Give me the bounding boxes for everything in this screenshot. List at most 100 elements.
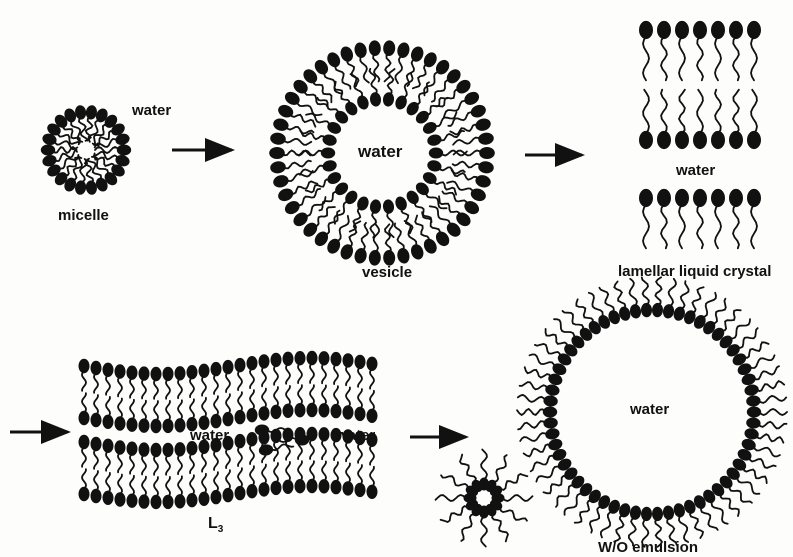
surfactant-head: [393, 195, 408, 212]
surfactant-tail: [737, 328, 758, 348]
surfactant-tail: [614, 282, 625, 309]
surfactant-tail: [712, 501, 728, 524]
surfactant-tail: [530, 354, 555, 367]
surfactant-tail: [334, 386, 338, 406]
surfactant-tail: [274, 463, 278, 483]
surfactant-tail: [753, 446, 780, 456]
surfactant-tail: [335, 65, 350, 89]
surfactant-tail: [563, 311, 584, 331]
surfactant-head: [321, 133, 338, 147]
surfactant-tail: [655, 277, 661, 305]
surfactant-tail: [759, 409, 787, 415]
surfactant-tail: [190, 475, 194, 495]
surfactant-head: [409, 45, 426, 64]
surfactant-tail: [517, 409, 545, 415]
surfactant-tail: [756, 381, 784, 391]
surfactant-tail: [692, 287, 704, 312]
surfactant-tail: [291, 113, 316, 126]
surfactant-tail: [238, 392, 242, 412]
surfactant-tail: [373, 54, 379, 82]
surfactant-tail: [415, 202, 432, 223]
surfactant-tail: [415, 216, 429, 242]
surfactant-tail: [142, 477, 146, 497]
vesicle-water-label: water: [358, 143, 402, 160]
surfactant-head: [85, 104, 98, 120]
surfactant-tail: [118, 452, 122, 472]
surfactant-tail: [503, 495, 533, 501]
surfactant-tail: [82, 447, 86, 467]
surfactant-tail: [142, 455, 146, 475]
surfactant-tail: [226, 448, 230, 468]
surfactant-head: [629, 505, 642, 521]
surfactant-tail: [614, 515, 623, 542]
surfactant-tail: [756, 434, 783, 443]
surfactant-tail: [733, 36, 739, 80]
surfactant-head: [339, 45, 356, 64]
surfactant-tail: [298, 385, 302, 405]
surfactant-tail: [492, 514, 508, 541]
surfactant-tail: [82, 371, 86, 391]
surfactant-tail: [202, 398, 206, 418]
surfactant-tail: [370, 391, 374, 411]
l3-letter: L: [208, 515, 218, 532]
surfactant-tail: [422, 212, 440, 234]
surfactant-tail: [190, 377, 194, 397]
surfactant-tail: [166, 401, 170, 421]
surfactant-tail: [525, 367, 551, 378]
surfactant-tail: [385, 54, 391, 82]
surfactant-tail: [630, 279, 637, 307]
surfactant-tail: [599, 288, 613, 313]
wo-emulsion-label: W/O emulsion: [598, 540, 698, 555]
surfactant-head: [477, 160, 494, 174]
surfactant-tail: [154, 379, 158, 399]
surfactant-tail: [751, 204, 757, 248]
surfactant-tail: [350, 208, 361, 232]
surfactant-tail: [130, 400, 134, 420]
surfactant-tail: [697, 204, 703, 248]
surfactant-tail: [346, 387, 350, 407]
surfactant-tail: [733, 204, 739, 248]
surfactant-tail: [202, 474, 206, 494]
surfactant-head: [743, 427, 759, 441]
surfactant-tail: [358, 443, 362, 463]
surfactant-tail: [416, 82, 430, 104]
surfactant-tail: [744, 467, 767, 483]
surfactant-tail: [334, 364, 338, 384]
surfactant-tail: [661, 90, 667, 134]
surfactant-tail: [518, 421, 546, 429]
surfactant-tail: [154, 455, 158, 475]
surfactant-tail: [226, 394, 230, 414]
surfactant-tail: [322, 461, 326, 481]
surfactant-head: [426, 159, 443, 173]
surfactant-tail: [374, 224, 379, 252]
surfactant-tail: [430, 206, 450, 226]
l3-water-right-label: water: [336, 428, 375, 443]
surfactant-tail: [690, 511, 703, 538]
surfactant-tail: [298, 363, 302, 383]
l3-water-left-label: water: [190, 428, 229, 443]
surfactant-tail: [298, 461, 302, 481]
surfactant-tail: [730, 486, 752, 503]
surfactant-tail: [461, 514, 475, 541]
surfactant-tail: [493, 455, 506, 482]
surfactant-tail: [238, 446, 242, 466]
surfactant-head: [355, 94, 370, 111]
surfactant-tail: [310, 461, 314, 481]
surfactant-tail: [576, 299, 593, 323]
lamellar-water-label: water: [676, 163, 715, 178]
surfactant-tail: [82, 469, 86, 489]
surfactant-tail: [518, 395, 546, 402]
surfactant-tail: [142, 379, 146, 399]
surfactant-tail: [441, 475, 468, 489]
surfactant-tail: [697, 90, 703, 134]
surfactant-tail: [94, 449, 98, 469]
surfactant-tail: [202, 376, 206, 396]
surfactant-tail: [453, 138, 481, 145]
surfactant-tail: [82, 393, 86, 413]
surfactant-tail: [283, 161, 311, 169]
micelle-structure: [41, 104, 131, 195]
surfactant-tail: [388, 69, 395, 95]
surfactant-tail: [370, 212, 376, 238]
surfactant-tail: [715, 204, 721, 248]
surfactant-tail: [178, 476, 182, 496]
